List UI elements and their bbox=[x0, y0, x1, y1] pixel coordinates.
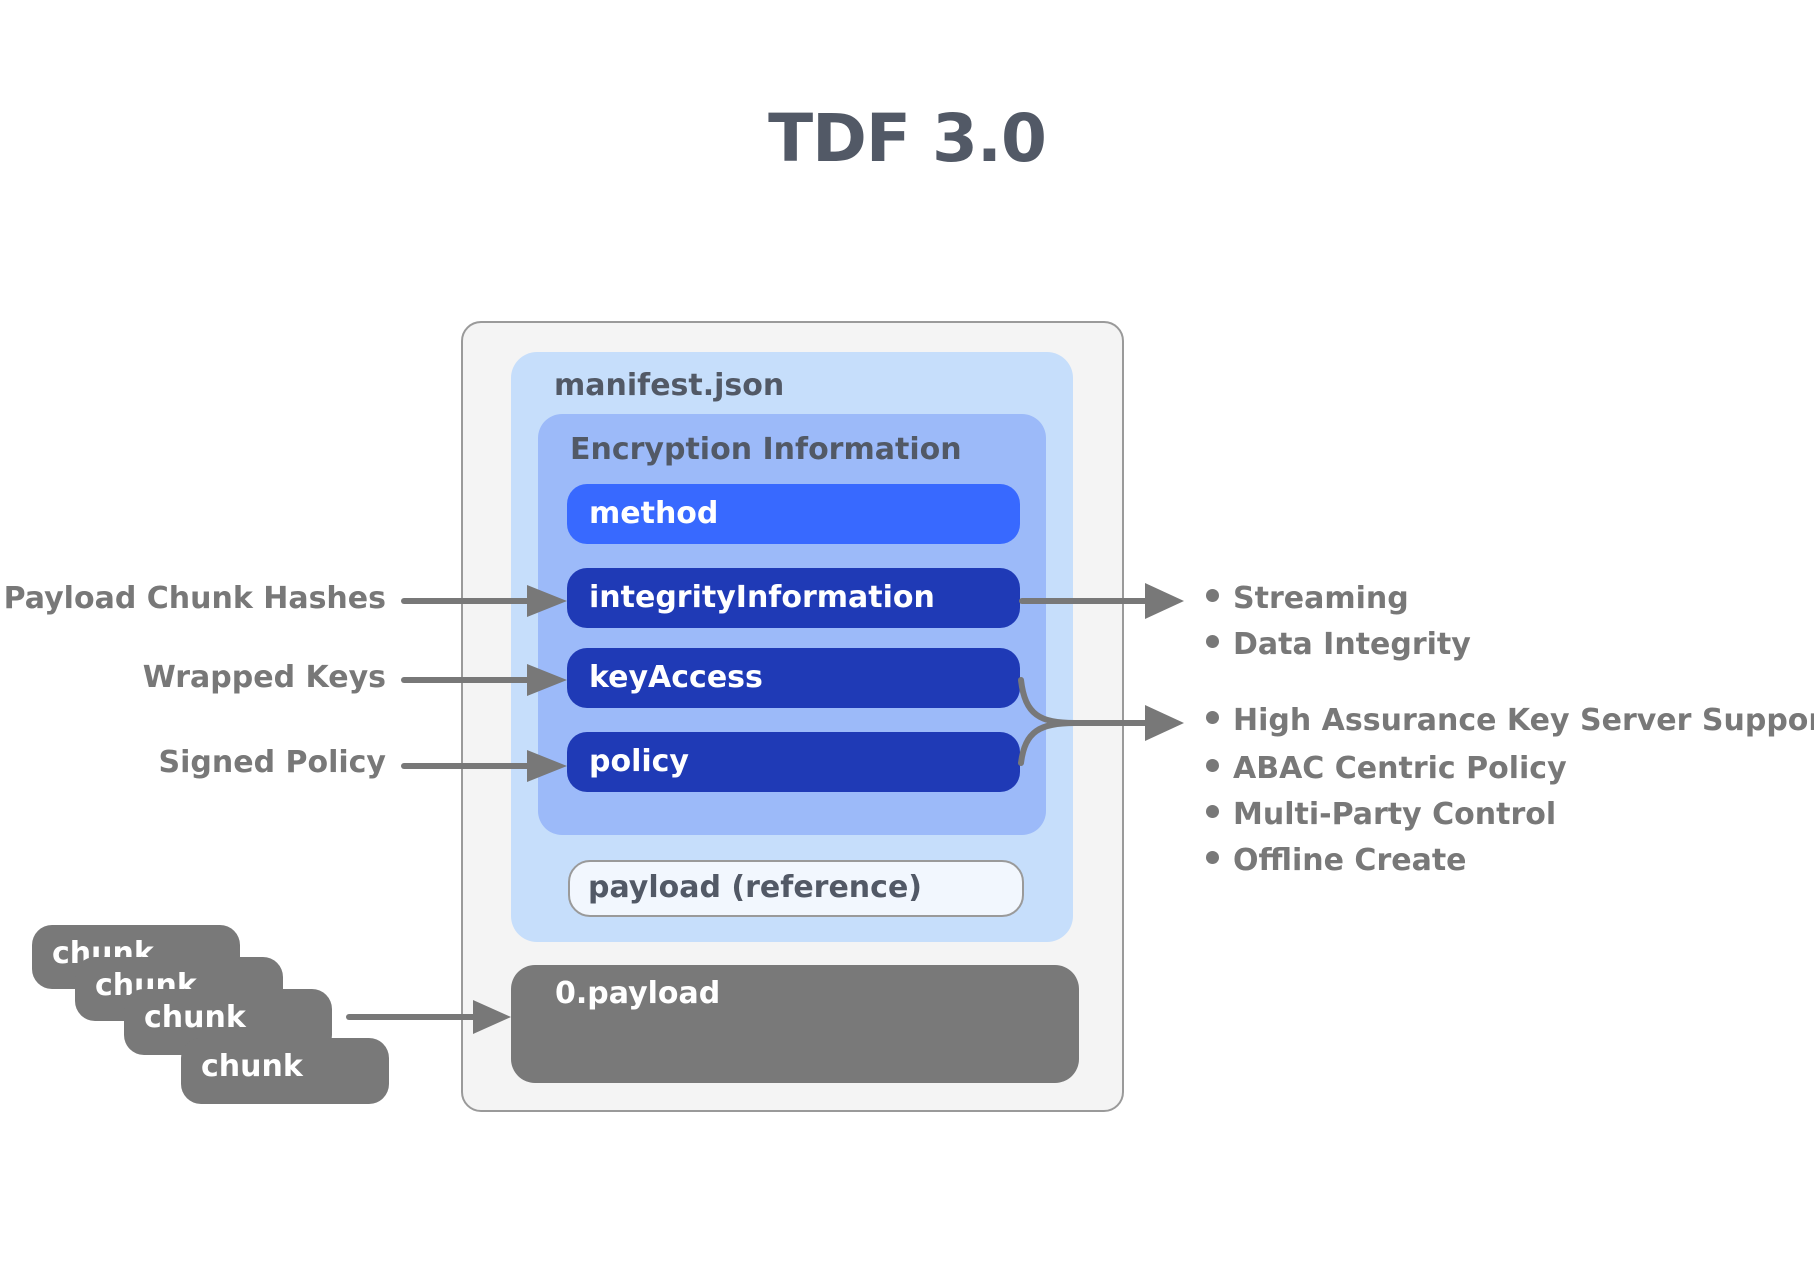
feature-item: Data Integrity bbox=[1206, 627, 1471, 662]
feature-text: ABAC Centric Policy bbox=[1233, 751, 1567, 786]
bullet-icon bbox=[1206, 711, 1219, 724]
policy-field: policy bbox=[567, 732, 1020, 792]
feature-text: Multi-Party Control bbox=[1233, 797, 1557, 832]
feature-item: Streaming bbox=[1206, 581, 1409, 616]
feature-text: High Assurance Key Server Support bbox=[1233, 703, 1814, 738]
feature-text: Offline Create bbox=[1233, 843, 1467, 878]
feature-text: Streaming bbox=[1233, 581, 1409, 616]
arrowhead-icon bbox=[1145, 705, 1184, 741]
feature-item: High Assurance Key Server Support bbox=[1206, 703, 1814, 738]
payload-reference-field: payload (reference) bbox=[568, 860, 1024, 917]
chunk-block: chunk bbox=[181, 1038, 389, 1104]
payload-box bbox=[511, 965, 1079, 1083]
input-label-payload-chunk-hashes: Payload Chunk Hashes bbox=[3, 581, 386, 616]
bullet-icon bbox=[1206, 589, 1219, 602]
encryption-information-label: Encryption Information bbox=[570, 432, 962, 467]
manifest-label: manifest.json bbox=[554, 368, 785, 403]
integrity-information-field: integrityInformation bbox=[567, 568, 1020, 628]
feature-text: Data Integrity bbox=[1233, 627, 1471, 662]
input-label-signed-policy: Signed Policy bbox=[158, 745, 387, 780]
input-label-wrapped-keys: Wrapped Keys bbox=[142, 660, 386, 695]
diagram-title: TDF 3.0 bbox=[768, 100, 1047, 177]
bullet-icon bbox=[1206, 805, 1219, 818]
feature-item: ABAC Centric Policy bbox=[1206, 751, 1567, 786]
bullet-icon bbox=[1206, 759, 1219, 772]
payload-label: 0.payload bbox=[555, 976, 721, 1011]
bullet-icon bbox=[1206, 635, 1219, 648]
bullet-icon bbox=[1206, 851, 1219, 864]
method-field: method bbox=[567, 484, 1020, 544]
arrowhead-icon bbox=[1145, 583, 1184, 619]
feature-item: Multi-Party Control bbox=[1206, 797, 1556, 832]
feature-item: Offline Create bbox=[1206, 843, 1467, 878]
key-access-field: keyAccess bbox=[567, 648, 1020, 708]
